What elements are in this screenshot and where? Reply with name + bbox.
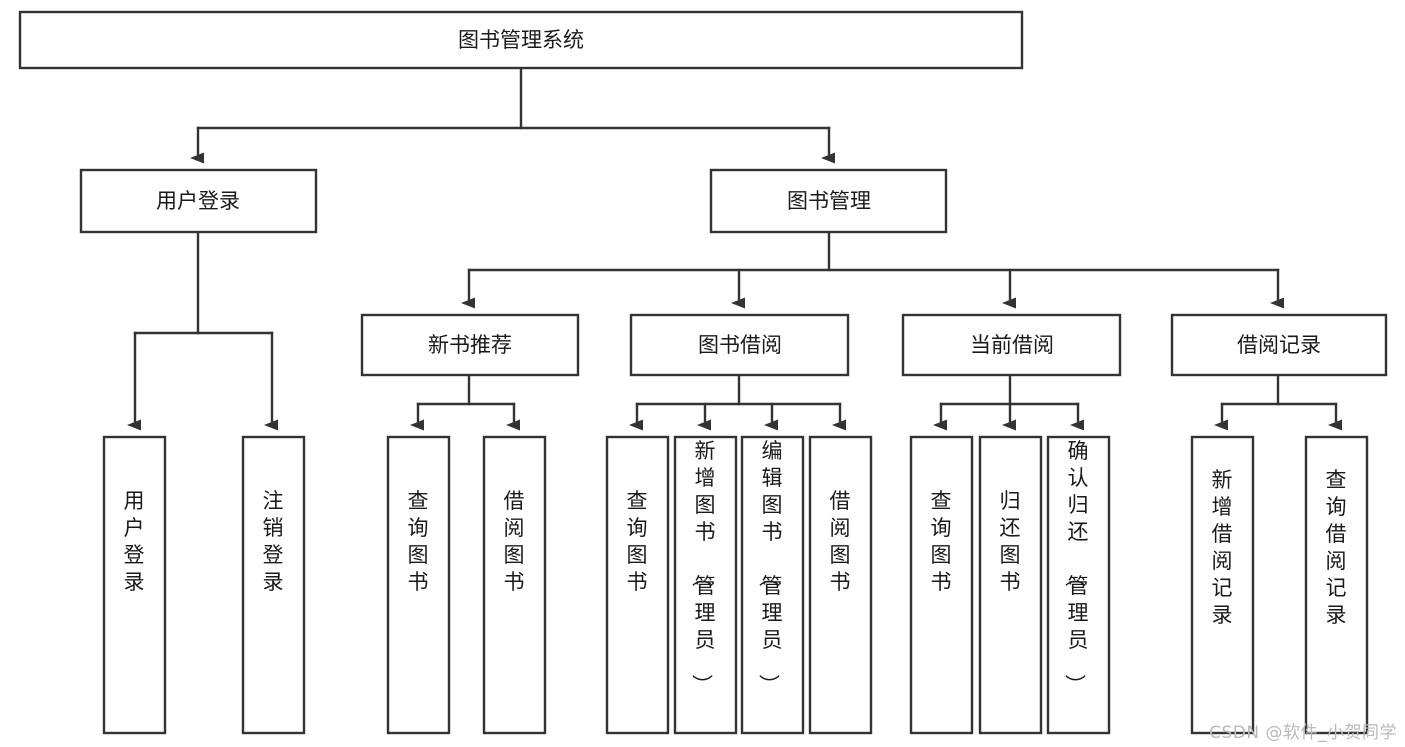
node-leaf-query-book-borrow[interactable]: 查询图书 [605, 435, 670, 735]
node-leaf-query-borrow-record[interactable]: 查询借阅记录 [1304, 435, 1369, 735]
node-leaf-confirm-return-admin[interactable]: 确认归还（管理员） [1046, 435, 1111, 735]
node-current-borrow-label: 当前借阅 [970, 333, 1054, 357]
node-book-borrow-label: 图书借阅 [698, 333, 782, 357]
node-leaf-user-login-label: 用户登录 [124, 489, 145, 594]
leaf-nodes-layer: 用户登录 注销登录 查询图书 借阅图书 查询图书 新增图书（管理员） 编辑图书（… [102, 435, 1369, 735]
node-leaf-confirm-return-admin-label: 确认归还（管理员） [1063, 439, 1089, 695]
node-leaf-borrow-book-rec-label: 借阅图书 [504, 489, 525, 594]
node-root-label: 图书管理系统 [458, 28, 584, 52]
node-leaf-return-book-label: 归还图书 [1000, 489, 1021, 594]
node-leaf-query-book-current-label: 查询图书 [931, 489, 952, 594]
node-user-login-label: 用户登录 [156, 189, 240, 213]
node-book-borrow[interactable]: 图书借阅 [629, 313, 850, 377]
node-leaf-edit-book-admin-label: 编辑图书（管理员） [757, 439, 783, 695]
node-leaf-add-borrow-record[interactable]: 新增借阅记录 [1190, 435, 1255, 735]
node-borrow-record[interactable]: 借阅记录 [1170, 313, 1388, 377]
node-leaf-query-book-current[interactable]: 查询图书 [909, 435, 974, 735]
node-leaf-borrow-book-borrow-label: 借阅图书 [830, 489, 851, 594]
node-leaf-logout[interactable]: 注销登录 [241, 435, 306, 735]
node-leaf-user-login[interactable]: 用户登录 [102, 435, 167, 735]
node-root[interactable]: 图书管理系统 [18, 10, 1024, 70]
csdn-watermark: CSDN @软件_小贺同学 [1209, 723, 1397, 743]
node-leaf-add-book-admin-label: 新增图书（管理员） [690, 439, 716, 695]
node-borrow-record-label: 借阅记录 [1237, 333, 1321, 357]
node-leaf-add-borrow-record-label: 新增借阅记录 [1212, 468, 1233, 627]
node-leaf-query-book-borrow-label: 查询图书 [627, 489, 648, 594]
node-leaf-edit-book-admin[interactable]: 编辑图书（管理员） [740, 435, 805, 735]
node-leaf-query-book-rec-label: 查询图书 [408, 489, 429, 594]
node-leaf-logout-label: 注销登录 [263, 489, 284, 594]
node-leaf-borrow-book-borrow[interactable]: 借阅图书 [808, 435, 873, 735]
node-book-manage[interactable]: 图书管理 [709, 168, 948, 234]
node-current-borrow[interactable]: 当前借阅 [901, 313, 1122, 377]
node-leaf-return-book[interactable]: 归还图书 [978, 435, 1043, 735]
node-leaf-borrow-book-rec[interactable]: 借阅图书 [482, 435, 547, 735]
connector-layer [127, 66, 1342, 431]
node-user-login[interactable]: 用户登录 [79, 168, 318, 234]
node-leaf-query-borrow-record-label: 查询借阅记录 [1326, 468, 1347, 627]
node-new-book-recommend-label: 新书推荐 [428, 333, 512, 357]
node-book-manage-label: 图书管理 [787, 189, 871, 213]
node-leaf-add-book-admin[interactable]: 新增图书（管理员） [673, 435, 738, 735]
node-leaf-query-book-rec[interactable]: 查询图书 [386, 435, 451, 735]
node-new-book-recommend[interactable]: 新书推荐 [360, 313, 580, 377]
